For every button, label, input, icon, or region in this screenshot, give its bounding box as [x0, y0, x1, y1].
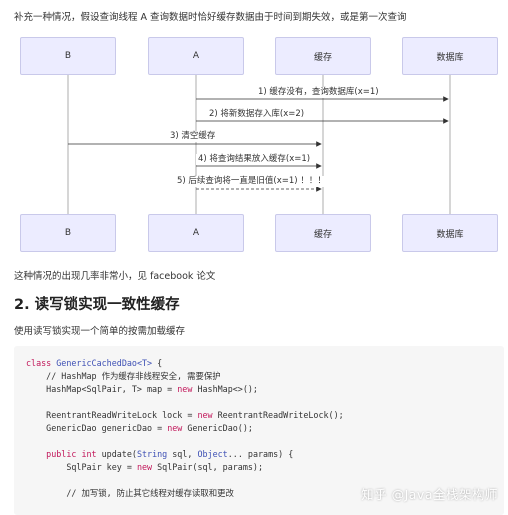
actor-cache-bottom: 缓存: [275, 214, 371, 252]
message-1: 1) 缓存没有，查询数据库(x=1): [256, 87, 381, 98]
code-line-6: public int update(String sql, Object... …: [26, 449, 294, 459]
section-heading: 2. 读写锁实现一致性缓存: [14, 297, 180, 313]
code-line-5: GenericDao genericDao = new GenericDao()…: [26, 423, 253, 433]
message-5: 5) 后续查询将一直是旧值(x=1) ！！！: [175, 176, 328, 187]
note-text: 这种情况的出现几率非常小，见 facebook 论文: [14, 271, 216, 282]
message-3: 3) 清空缓存: [168, 131, 218, 142]
watermark: 知乎 @Java全栈架构师: [361, 487, 498, 502]
actor-db-top: 数据库: [402, 37, 498, 75]
message-2: 2) 将新数据存入库(x=2): [207, 109, 307, 120]
sequence-diagram: B A 缓存 数据库 B A 缓存 数据库 1) 缓存没有，查询数据库(x=1)…: [0, 30, 508, 255]
actor-b-bottom: B: [20, 214, 116, 252]
intro-text: 补充一种情况，假设查询线程 A 查询数据时恰好缓存数据由于时间到期失效，或是第一…: [14, 12, 407, 23]
section-description: 使用读写锁实现一个简单的按需加载缓存: [14, 326, 186, 337]
actor-a-top: A: [148, 37, 244, 75]
actor-b-top: B: [20, 37, 116, 75]
code-line-2: // HashMap 作为缓存非线程安全, 需要保护: [26, 371, 221, 381]
code-line-7: SqlPair key = new SqlPair(sql, params);: [26, 462, 264, 472]
code-line-4: ReentrantReadWriteLock lock = new Reentr…: [26, 410, 344, 420]
code-block: class GenericCachedDao<T> { // HashMap 作…: [14, 346, 504, 515]
actor-a-bottom: A: [148, 214, 244, 252]
code-line-8: // 加写锁, 防止其它线程对缓存读取和更改: [26, 488, 234, 498]
code-line-3: HashMap<SqlPair, T> map = new HashMap<>(…: [26, 384, 258, 394]
message-4: 4) 将查询结果放入缓存(x=1): [196, 154, 313, 165]
code-line-1: class GenericCachedDao<T> {: [26, 358, 163, 368]
actor-cache-top: 缓存: [275, 37, 371, 75]
actor-db-bottom: 数据库: [402, 214, 498, 252]
